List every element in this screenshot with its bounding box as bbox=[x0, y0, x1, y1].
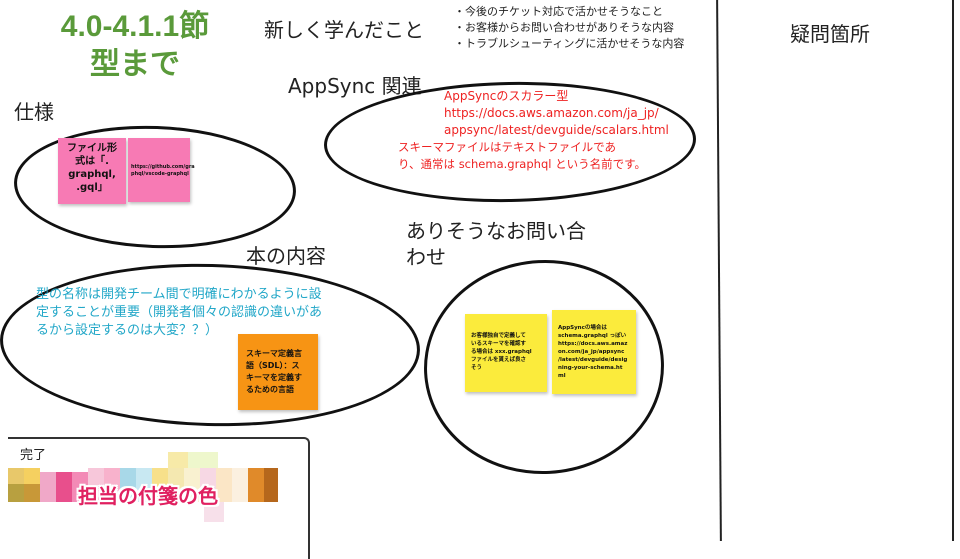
inquiries-heading-line1: ありそうなお問い合 bbox=[406, 219, 586, 243]
inquiries-heading-line2: わせ bbox=[406, 245, 446, 269]
note-line: appsync/latest/devguide/scalars.html bbox=[444, 123, 669, 137]
board-title-line1: 4.0-4.1.1節 bbox=[60, 10, 210, 43]
sticky-color-swatches bbox=[8, 452, 278, 522]
sticky-note-sdl[interactable]: スキーマ定義言 語（SDL）：ス キーマを定義す るための言語 bbox=[238, 334, 318, 410]
sticky-line: schema.graphql っぽい bbox=[558, 333, 627, 339]
sticky-line: .gql」 bbox=[76, 182, 108, 193]
done-area bbox=[8, 437, 310, 559]
note-line: るから設定するのは大変？？） bbox=[36, 323, 219, 338]
learned-bullet-3: ・トラブルシューティングに活かせそうな内容 bbox=[454, 37, 685, 50]
sticky-line: キーマを定義す bbox=[246, 373, 302, 382]
sticky-line: ファイルを貰えば良さ bbox=[471, 357, 527, 363]
board-title-line2: 型まで bbox=[90, 48, 180, 81]
book-note: 型の名称は開発チーム間で明確にわかるように設 定することが重要（開発者個々の認識… bbox=[36, 286, 322, 340]
sticky-line: https://github.com/gra bbox=[131, 164, 195, 170]
note-line: り、通常は schema.graphql という名前です。 bbox=[398, 157, 646, 171]
note-line: AppSyncのスカラー型 bbox=[444, 89, 569, 103]
sticky-line: AppSyncの場合は bbox=[558, 325, 607, 331]
sticky-note-appsync-schema[interactable]: AppSyncの場合は schema.graphql っぽい https://d… bbox=[552, 310, 636, 394]
sticky-line: ファイル形 bbox=[67, 143, 117, 154]
note-line: https://docs.aws.amazon.com/ja_jp/ bbox=[444, 106, 659, 120]
sticky-line: スキーマ定義言 bbox=[246, 349, 302, 358]
sticky-note-vscode-link[interactable]: https://github.com/gra phql/vscode-graph… bbox=[128, 138, 195, 202]
sticky-line: る場合は xxx.graphql bbox=[471, 349, 532, 355]
done-label: 完了 bbox=[20, 448, 47, 463]
learned-bullets: ・今後のチケット対応で活かせそうなこと ・お客様からお問い合わせがありそうな内容… bbox=[454, 4, 684, 52]
sticky-line: phql/vscode-graphql bbox=[131, 171, 189, 177]
note-line: 型の名称は開発チーム間で明確にわかるように設 bbox=[36, 287, 322, 302]
sticky-line: 語（SDL）：ス bbox=[246, 361, 300, 370]
sticky-line: お客様独自で定義して bbox=[471, 333, 526, 339]
sticky-color-label: 担当の付箋の色 bbox=[78, 484, 218, 508]
sticky-line: るための言語 bbox=[246, 385, 294, 394]
sticky-note-customer-schema[interactable]: お客様独自で定義して いるスキーマを確認す る場合は xxx.graphql フ… bbox=[465, 314, 547, 392]
appsync-scalar-note: AppSyncのスカラー型 https://docs.aws.amazon.co… bbox=[444, 88, 669, 139]
sticky-line: https://docs.aws.amaz bbox=[558, 341, 628, 347]
appsync-heading: AppSync 関連 bbox=[288, 74, 422, 98]
column-divider bbox=[716, 0, 722, 542]
learned-bullet-2: ・お客様からお問い合わせがありそうな内容 bbox=[454, 21, 674, 34]
sticky-line: そう bbox=[471, 365, 483, 371]
sticky-line: on.com/ja_jp/appsync bbox=[558, 349, 625, 355]
board-title: 4.0-4.1.1節 型まで bbox=[40, 8, 230, 84]
sticky-line: ml bbox=[558, 373, 566, 379]
sticky-line: graphql, bbox=[68, 169, 116, 180]
book-ellipse bbox=[0, 258, 423, 432]
sticky-line: ning-your-schema.ht bbox=[558, 365, 623, 371]
sticky-line: いるスキーマを確認す bbox=[471, 341, 527, 347]
inquiries-heading: ありそうなお問い合 わせ bbox=[406, 218, 586, 270]
sticky-line: 式は「. bbox=[75, 156, 109, 167]
right-edge-divider bbox=[952, 0, 954, 541]
sticky-note-file-format[interactable]: ファイル形 式は「. graphql, .gql」 bbox=[58, 138, 126, 204]
sticky-line: /latest/devguide/desig bbox=[558, 357, 628, 363]
appsync-schema-note: スキーマファイルはテキストファイルであ り、通常は schema.graphql… bbox=[398, 139, 646, 173]
learned-bullet-1: ・今後のチケット対応で活かせそうなこと bbox=[454, 5, 663, 18]
note-line: スキーマファイルはテキストファイルであ bbox=[398, 140, 617, 154]
book-heading: 本の内容 bbox=[246, 244, 326, 268]
note-line: 定することが重要（開発者個々の認識の違いがあ bbox=[36, 305, 323, 320]
learned-heading: 新しく学んだこと bbox=[264, 18, 424, 42]
spec-heading: 仕様 bbox=[14, 100, 54, 124]
questions-heading: 疑問箇所 bbox=[790, 22, 870, 46]
